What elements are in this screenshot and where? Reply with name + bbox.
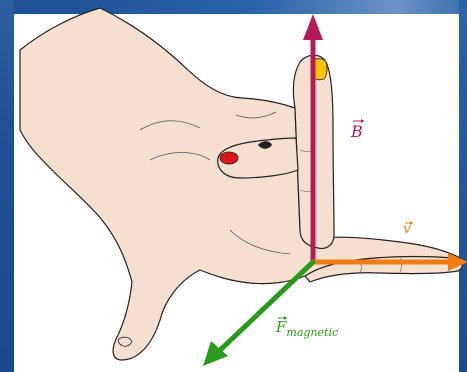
force-label-subscript: magnetic [286, 326, 338, 339]
force-label-main: F [276, 318, 286, 336]
magnetic-field-label: B [351, 122, 363, 141]
middle-nail [220, 152, 238, 164]
palm-shape [20, 8, 460, 360]
velocity-label: v [403, 221, 411, 237]
right-hand-icon [20, 8, 462, 360]
force-label: Fmagnetic [276, 318, 338, 336]
